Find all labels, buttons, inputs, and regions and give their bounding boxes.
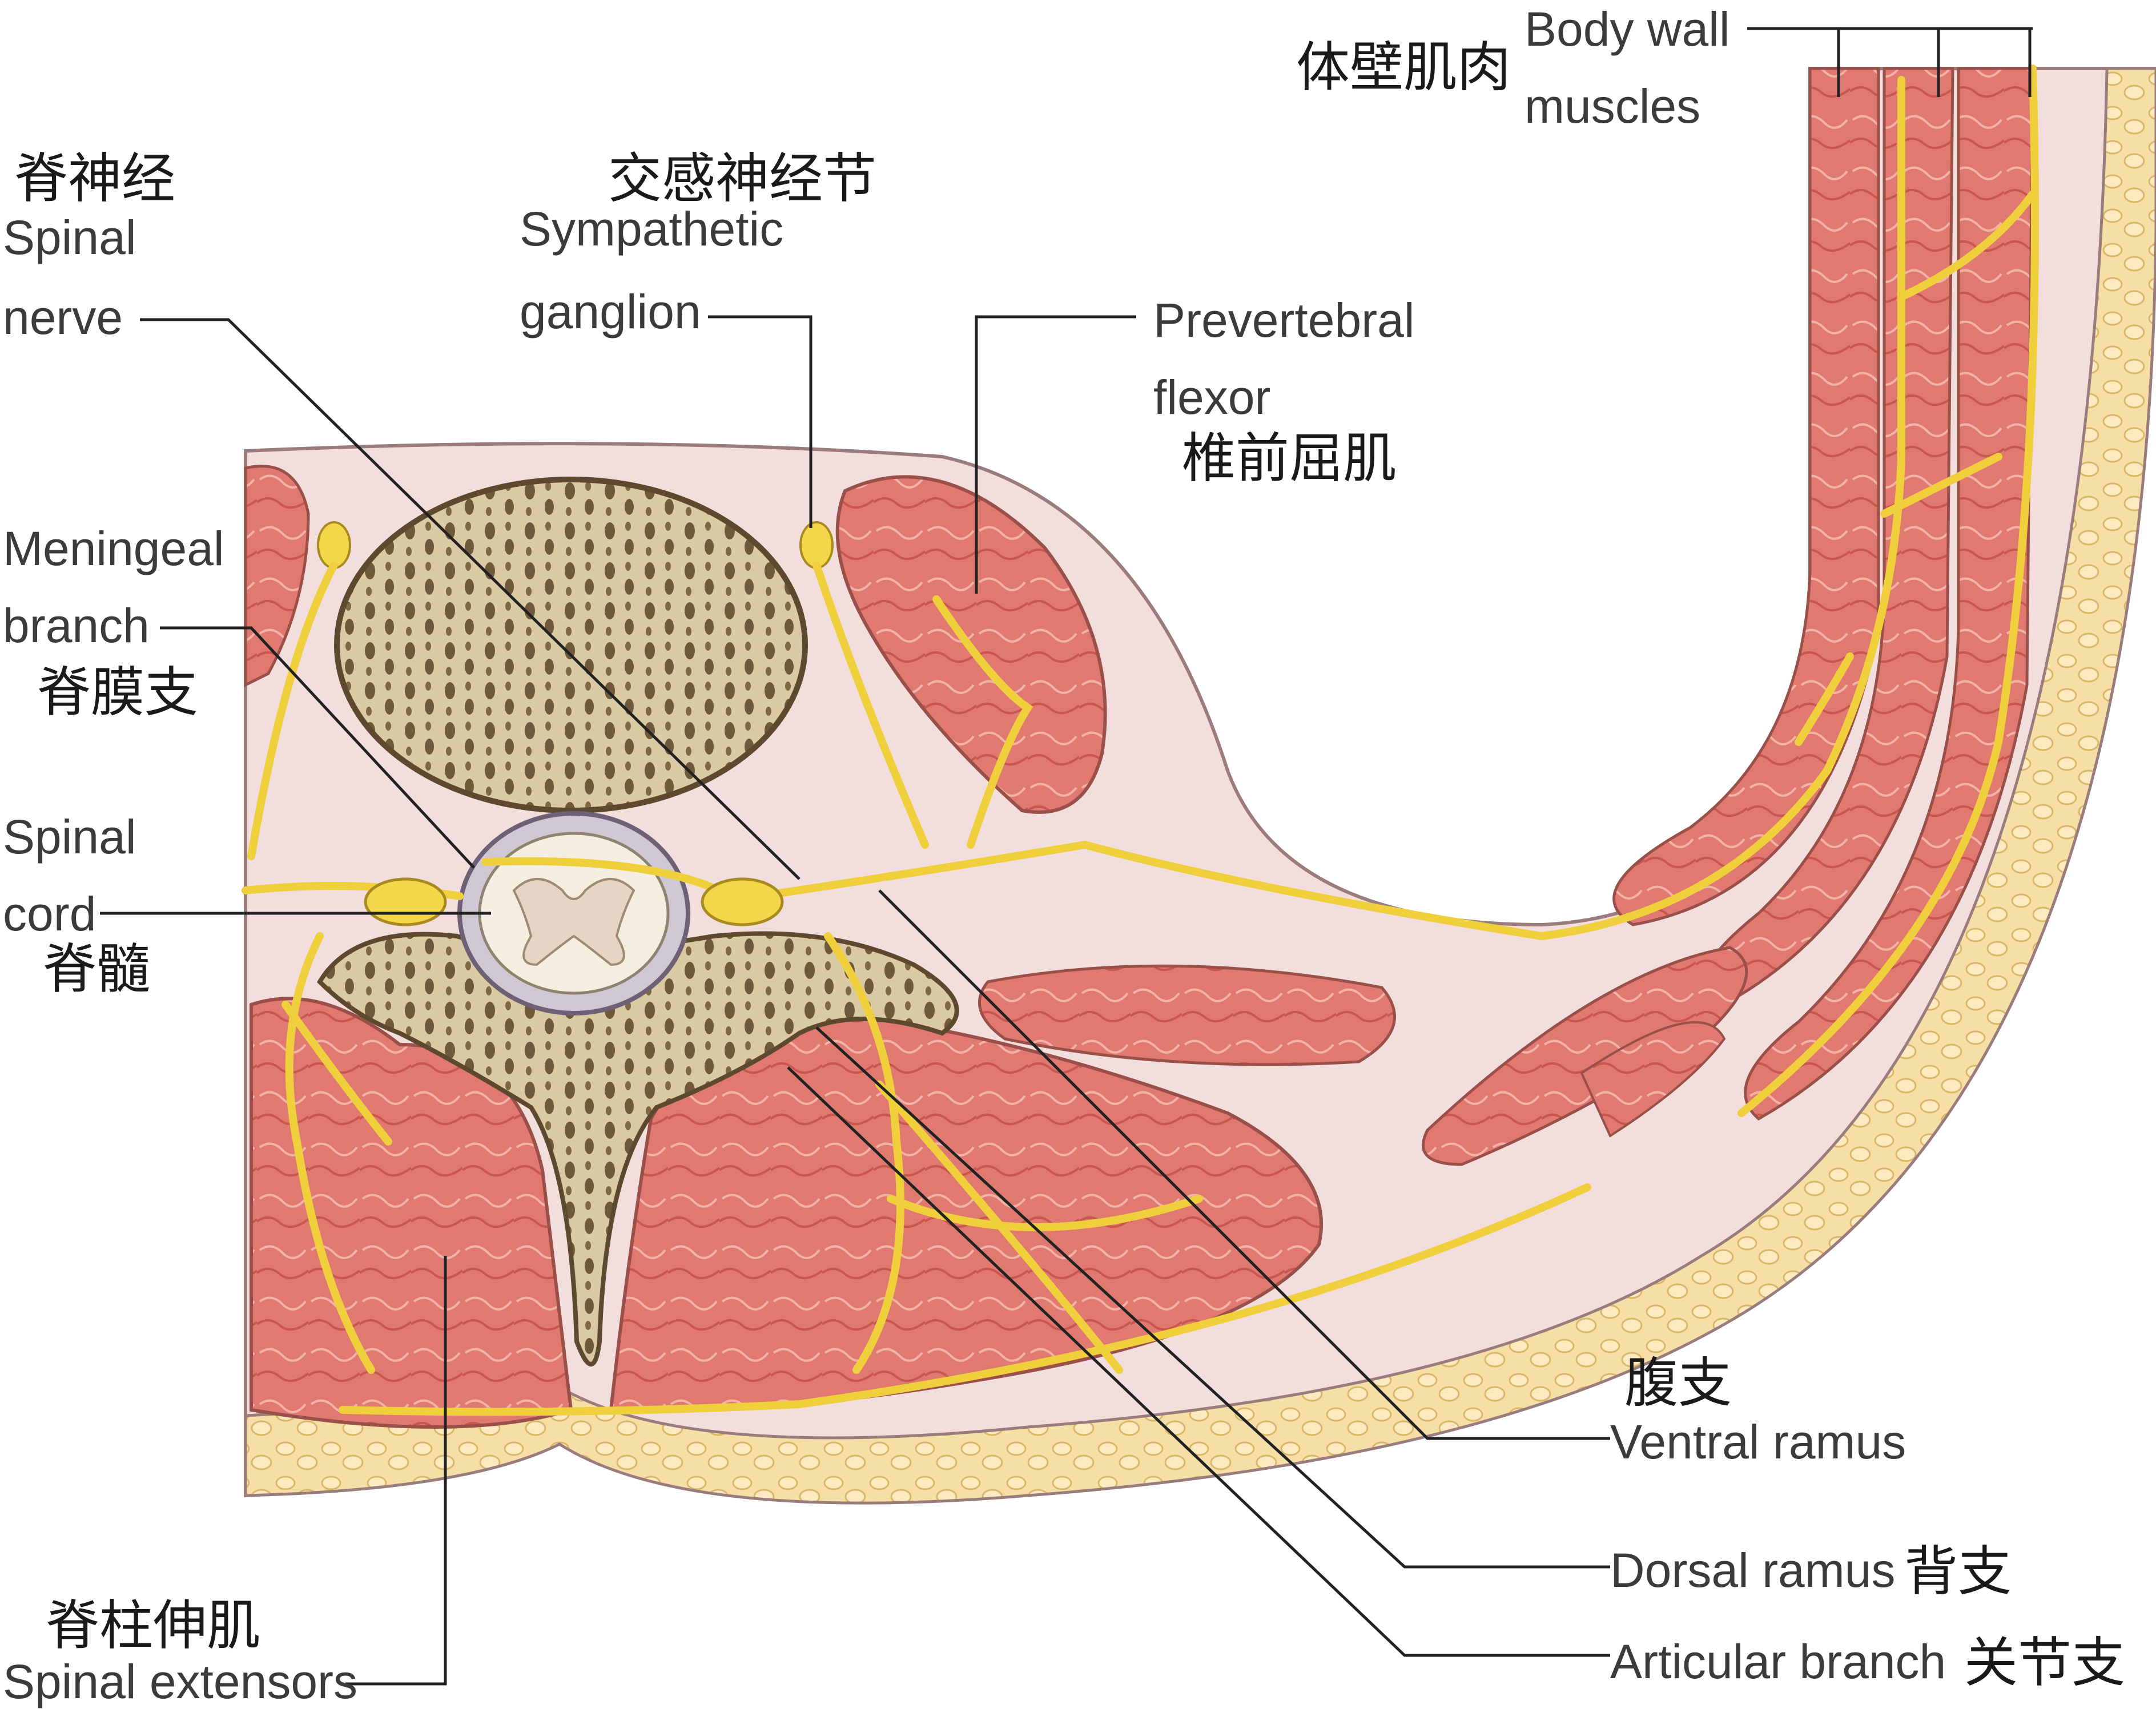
dorsal-ramus-nerve [824,932,904,1374]
abdominal-muscle-sheet [1580,1021,1726,1138]
body-wall-nerve-branch [1795,652,1854,746]
vertebral-body [334,477,808,813]
body-wall-leader [1747,27,2033,97]
spinal-nerve-leader [140,318,801,880]
labels: Body wall muscles 体壁肌肉 脊神经 Spinal nerve … [3,2,2125,1708]
left-lateral-muscle [244,465,310,688]
ventral-ramus-leader [878,889,1610,1440]
label-body-wall-zh: 体壁肌肉 [1296,37,1511,99]
meningeal-nerve-branch [481,857,735,900]
label-spinal-extensors-zh: 脊柱伸肌 [46,1595,260,1657]
label-spinal-nerve-en-1: Spinal [3,211,136,264]
label-spinal-nerve-en-2: nerve [3,291,123,344]
label-ventral-ramus-en: Ventral ramus [1610,1415,1906,1469]
spinal-extensors-leader [345,1256,447,1686]
right-sympathetic-connection [812,561,929,849]
dorsal-root-ganglion-right [701,877,784,926]
subcutaneous-fat-layer [244,67,2156,1505]
label-spinal-cord-en-1: Spinal [3,810,136,864]
body-wall-nerve-branch [1880,453,2002,518]
abdominal-muscle-sheet [1422,946,1748,1166]
label-articular-branch-zh: 关节支 [1964,1632,2125,1694]
label-dorsal-ramus-zh: 背支 [1904,1541,2012,1603]
body-wall-nerve-branch [1737,65,2039,1117]
sympathetic-ganglion-leader [708,315,812,528]
label-spinal-extensors-en: Spinal extensors [3,1655,357,1708]
prevertebral-nerve-branch [932,595,1033,849]
label-body-wall-en-1: Body wall [1525,2,1730,56]
body-wall-muscle-band [1612,67,1880,926]
prevertebral-flexor-leader [975,315,1136,594]
label-spinal-cord-zh: 脊髓 [43,938,150,1001]
articular-branch-leader [787,1066,1610,1657]
dorsal-root-ganglion-left [364,877,447,926]
left-sympathetic-connection [247,561,338,860]
label-sympathetic-ganglion-zh: 交感神经节 [608,148,876,210]
spinal-cord-grey-matter [512,878,635,966]
meningeal-branch-leader [160,626,475,869]
label-prevertebral-flexor-en-2: flexor [1153,370,1270,424]
body-wall-nerve-branch [1897,190,2037,301]
label-prevertebral-flexor-zh: 椎前屈肌 [1182,428,1397,490]
spinal-extensor-muscle-left [250,997,573,1429]
label-ventral-ramus-zh: 腹支 [1624,1352,1732,1414]
label-prevertebral-flexor-en-1: Prevertebral [1153,293,1415,347]
anatomy-illustration [242,65,2156,1505]
label-meningeal-branch-en-1: Meningeal [3,522,224,575]
nerve-paths [242,65,2039,1416]
leader-lines [100,27,2033,1686]
label-sympathetic-ganglion-en-2: ganglion [520,285,701,338]
abdominal-muscle-sheet [978,964,1396,1066]
left-dorsal-ramus-branch [281,1001,392,1146]
ventral-ramus-nerve [755,76,1905,941]
sympathetic-ganglion-left [317,521,351,569]
cutaneous-nerve-branch [339,1183,1591,1416]
label-spinal-cord-en-2: cord [3,887,96,941]
label-articular-branch-en: Articular branch [1610,1635,1946,1688]
dorsal-ramus-leader [815,1026,1610,1569]
left-dorsal-ramus [285,932,375,1374]
label-meningeal-branch-zh: 脊膜支 [37,662,198,724]
label-body-wall-en-2: muscles [1525,79,1700,133]
label-dorsal-ramus-en: Dorsal ramus [1610,1543,1895,1597]
label-meningeal-branch-en-2: branch [3,599,150,652]
dorsal-ramus-branch [875,1081,1123,1374]
label-sympathetic-ganglion-en-1: Sympathetic [520,202,783,256]
label-spinal-nerve-zh: 脊神经 [14,148,175,210]
